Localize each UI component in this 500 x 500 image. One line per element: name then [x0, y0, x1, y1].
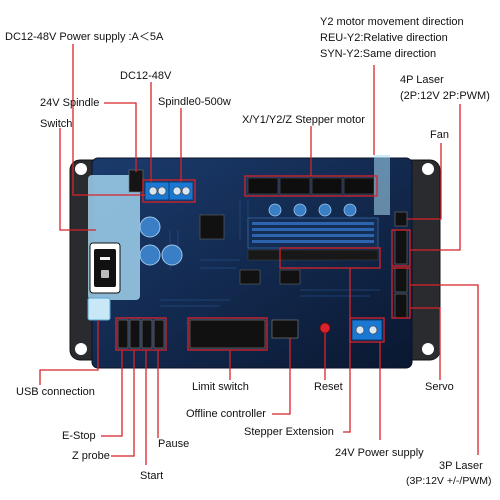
plate-hole-bl — [75, 343, 87, 355]
label-z-probe: Z probe — [72, 450, 110, 462]
label-fan: Fan — [430, 129, 449, 141]
power-switch-indicator — [100, 257, 110, 260]
label-switch: Switch — [40, 118, 73, 130]
label-stepper-motor: X/Y1/Y2/Z Stepper motor — [242, 114, 365, 126]
label-24v-spindle: 24V Spindle — [40, 97, 100, 109]
terminal-screw — [148, 186, 158, 196]
driver-pin-row — [247, 249, 379, 261]
terminal-screw — [172, 186, 182, 196]
zprobe-connector — [129, 319, 141, 349]
plate-hole-tl — [75, 163, 87, 175]
driver-chip — [239, 269, 261, 285]
stepper-connector-y2 — [311, 177, 343, 195]
highlight-boxes — [115, 175, 411, 351]
label-stepper-extension: Stepper Extension — [244, 426, 334, 438]
capacitor — [139, 216, 161, 238]
offline-controller-connector — [271, 319, 299, 339]
capacitor — [268, 203, 282, 217]
driver-chip — [279, 269, 301, 285]
mcu-chip — [199, 214, 225, 240]
label-3p-laser: 3P Laser — [439, 460, 483, 472]
label-syn-y2: SYN-Y2:Same direction — [320, 48, 437, 60]
label-servo: Servo — [425, 381, 454, 393]
spindle-jumper — [128, 169, 144, 193]
plate-hole-br — [422, 343, 434, 355]
label-3p-laser-detail: (3P:12V +/-/PWM) — [406, 475, 492, 487]
label-pause: Pause — [158, 438, 190, 450]
label-4p-laser: 4P Laser — [400, 74, 444, 86]
terminal-screw — [181, 186, 191, 196]
laser-4p-connector — [394, 229, 408, 265]
label-power-supply-main: DC12-48V Power supply :A＜5A — [5, 31, 164, 43]
label-dc12-48v: DC12-48V — [120, 70, 172, 82]
y2-direction-jumper-overlay — [374, 155, 390, 215]
terminal-screw — [157, 186, 167, 196]
usb-port[interactable] — [87, 297, 111, 321]
terminal-screw — [355, 325, 365, 335]
capacitor — [318, 203, 332, 217]
label-4p-laser-detail: (2P:12V 2P:PWM) — [400, 90, 490, 102]
capacitor — [343, 203, 357, 217]
driver-heatsink-fins — [252, 222, 374, 243]
label-offline-controller: Offline controller — [186, 408, 266, 420]
power-switch-rocker[interactable] — [94, 249, 116, 287]
pause-connector — [153, 319, 165, 349]
stepper-connector-x — [247, 177, 279, 195]
stepper-connector-y1 — [279, 177, 311, 195]
laser-3p-connector — [394, 267, 408, 293]
label-usb-connection: USB connection — [16, 386, 95, 398]
label-y2-direction: Y2 motor movement direction — [320, 16, 464, 28]
capacitor — [161, 244, 183, 266]
power-switch-knob — [101, 270, 109, 278]
plate-hole-tr — [422, 163, 434, 175]
label-reu-y2: REU-Y2:Relative direction — [320, 32, 448, 44]
leader-lines — [39, 44, 479, 465]
stepper-connector-z — [343, 177, 375, 195]
label-start: Start — [140, 470, 164, 482]
label-24v-power-supply: 24V Power supply — [335, 447, 424, 459]
reset-button[interactable] — [319, 322, 331, 334]
label-limit-switch: Limit switch — [192, 381, 249, 393]
limit-switch-connector — [189, 319, 266, 349]
estop-connector — [117, 319, 129, 349]
capacitor — [139, 244, 161, 266]
label-spindle-500w: Spindle0-500w — [158, 96, 231, 108]
capacitor — [293, 203, 307, 217]
label-reset: Reset — [314, 381, 343, 393]
servo-connector — [394, 293, 408, 319]
terminal-screw — [368, 325, 378, 335]
label-estop: E-Stop — [62, 430, 96, 442]
fan-connector — [394, 211, 408, 227]
start-connector — [141, 319, 153, 349]
power-24v-terminal — [351, 319, 383, 341]
